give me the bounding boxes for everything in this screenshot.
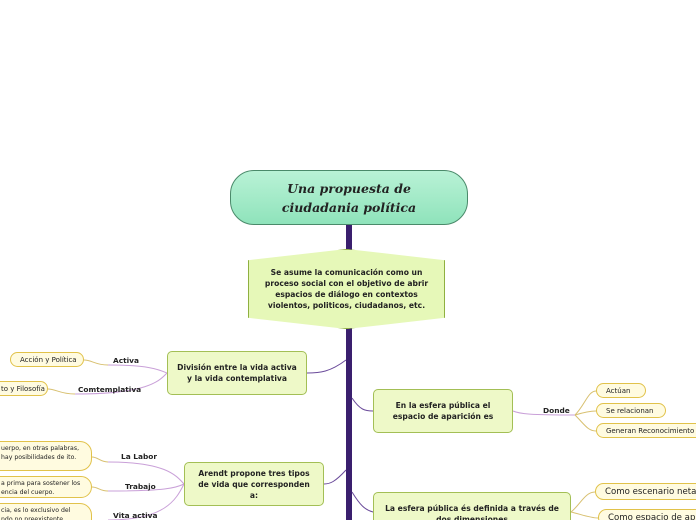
arendt-node[interactable]: Arendt propone tres tipos de vida que co…: [184, 462, 324, 506]
branch-label-donde[interactable]: Donde: [543, 406, 570, 415]
intro-node[interactable]: Se asume la comunicación como un proceso…: [248, 249, 445, 329]
esfera-definida-node[interactable]: La esfera pública és definida a través d…: [373, 492, 571, 520]
leaf-se-relacionan[interactable]: Se relacionan: [596, 403, 666, 418]
esfera-node[interactable]: En la esfera pública el espacio de apari…: [373, 389, 513, 433]
division-node[interactable]: División entre la vida activa y la vida …: [167, 351, 307, 395]
link-esfera: [351, 397, 374, 412]
link-division: [306, 359, 347, 374]
link-labor: [107, 461, 185, 485]
link-arendt: [323, 469, 347, 485]
branch-label-vita-activa[interactable]: Vita activa: [113, 511, 158, 520]
link-actuan: [574, 390, 597, 416]
leaf-vita-activa-text[interactable]: cia, es lo exclusivo del ndo no preexist…: [0, 503, 92, 520]
leaf-accion-politica[interactable]: Acción y Política: [10, 352, 84, 367]
link-donde: [512, 410, 576, 416]
link-comtemplativa: [74, 372, 168, 395]
root-topic[interactable]: Una propuesta de ciudadania política: [230, 170, 468, 225]
leaf-labor-text[interactable]: uerpo, en otras palabras, hay posibilida…: [0, 441, 92, 471]
link-trabajo-leaf: [91, 486, 109, 492]
link-comt-leaf: [47, 388, 76, 395]
leaf-filosofia[interactable]: to y Filosofía: [0, 381, 48, 396]
leaf-trabajo-text[interactable]: a prima para sostener los encia del cuer…: [0, 476, 92, 498]
link-relacionan: [574, 410, 597, 416]
leaf-escenario[interactable]: Como escenario netamente: [595, 483, 696, 500]
link-labor-leaf: [91, 456, 109, 463]
branch-label-trabajo[interactable]: Trabajo: [125, 482, 156, 491]
link-vita: [107, 483, 185, 520]
leaf-espacio[interactable]: Como espacio de ap: [598, 509, 696, 520]
branch-label-la-labor[interactable]: La Labor: [121, 452, 157, 461]
link-activa-leaf: [83, 359, 109, 366]
link-def-2: [570, 511, 599, 519]
link-activa: [107, 364, 168, 374]
link-trabajo: [107, 483, 185, 492]
link-generan: [574, 414, 597, 432]
leaf-actuan[interactable]: Actúan: [596, 383, 646, 398]
branch-label-activa[interactable]: Activa: [113, 356, 139, 365]
leaf-generan-reconocimiento[interactable]: Generan Reconocimiento: [596, 423, 696, 438]
link-definida: [351, 491, 374, 513]
branch-label-comtemplativa[interactable]: Comtemplativa: [78, 385, 142, 394]
link-def-1: [570, 491, 596, 513]
